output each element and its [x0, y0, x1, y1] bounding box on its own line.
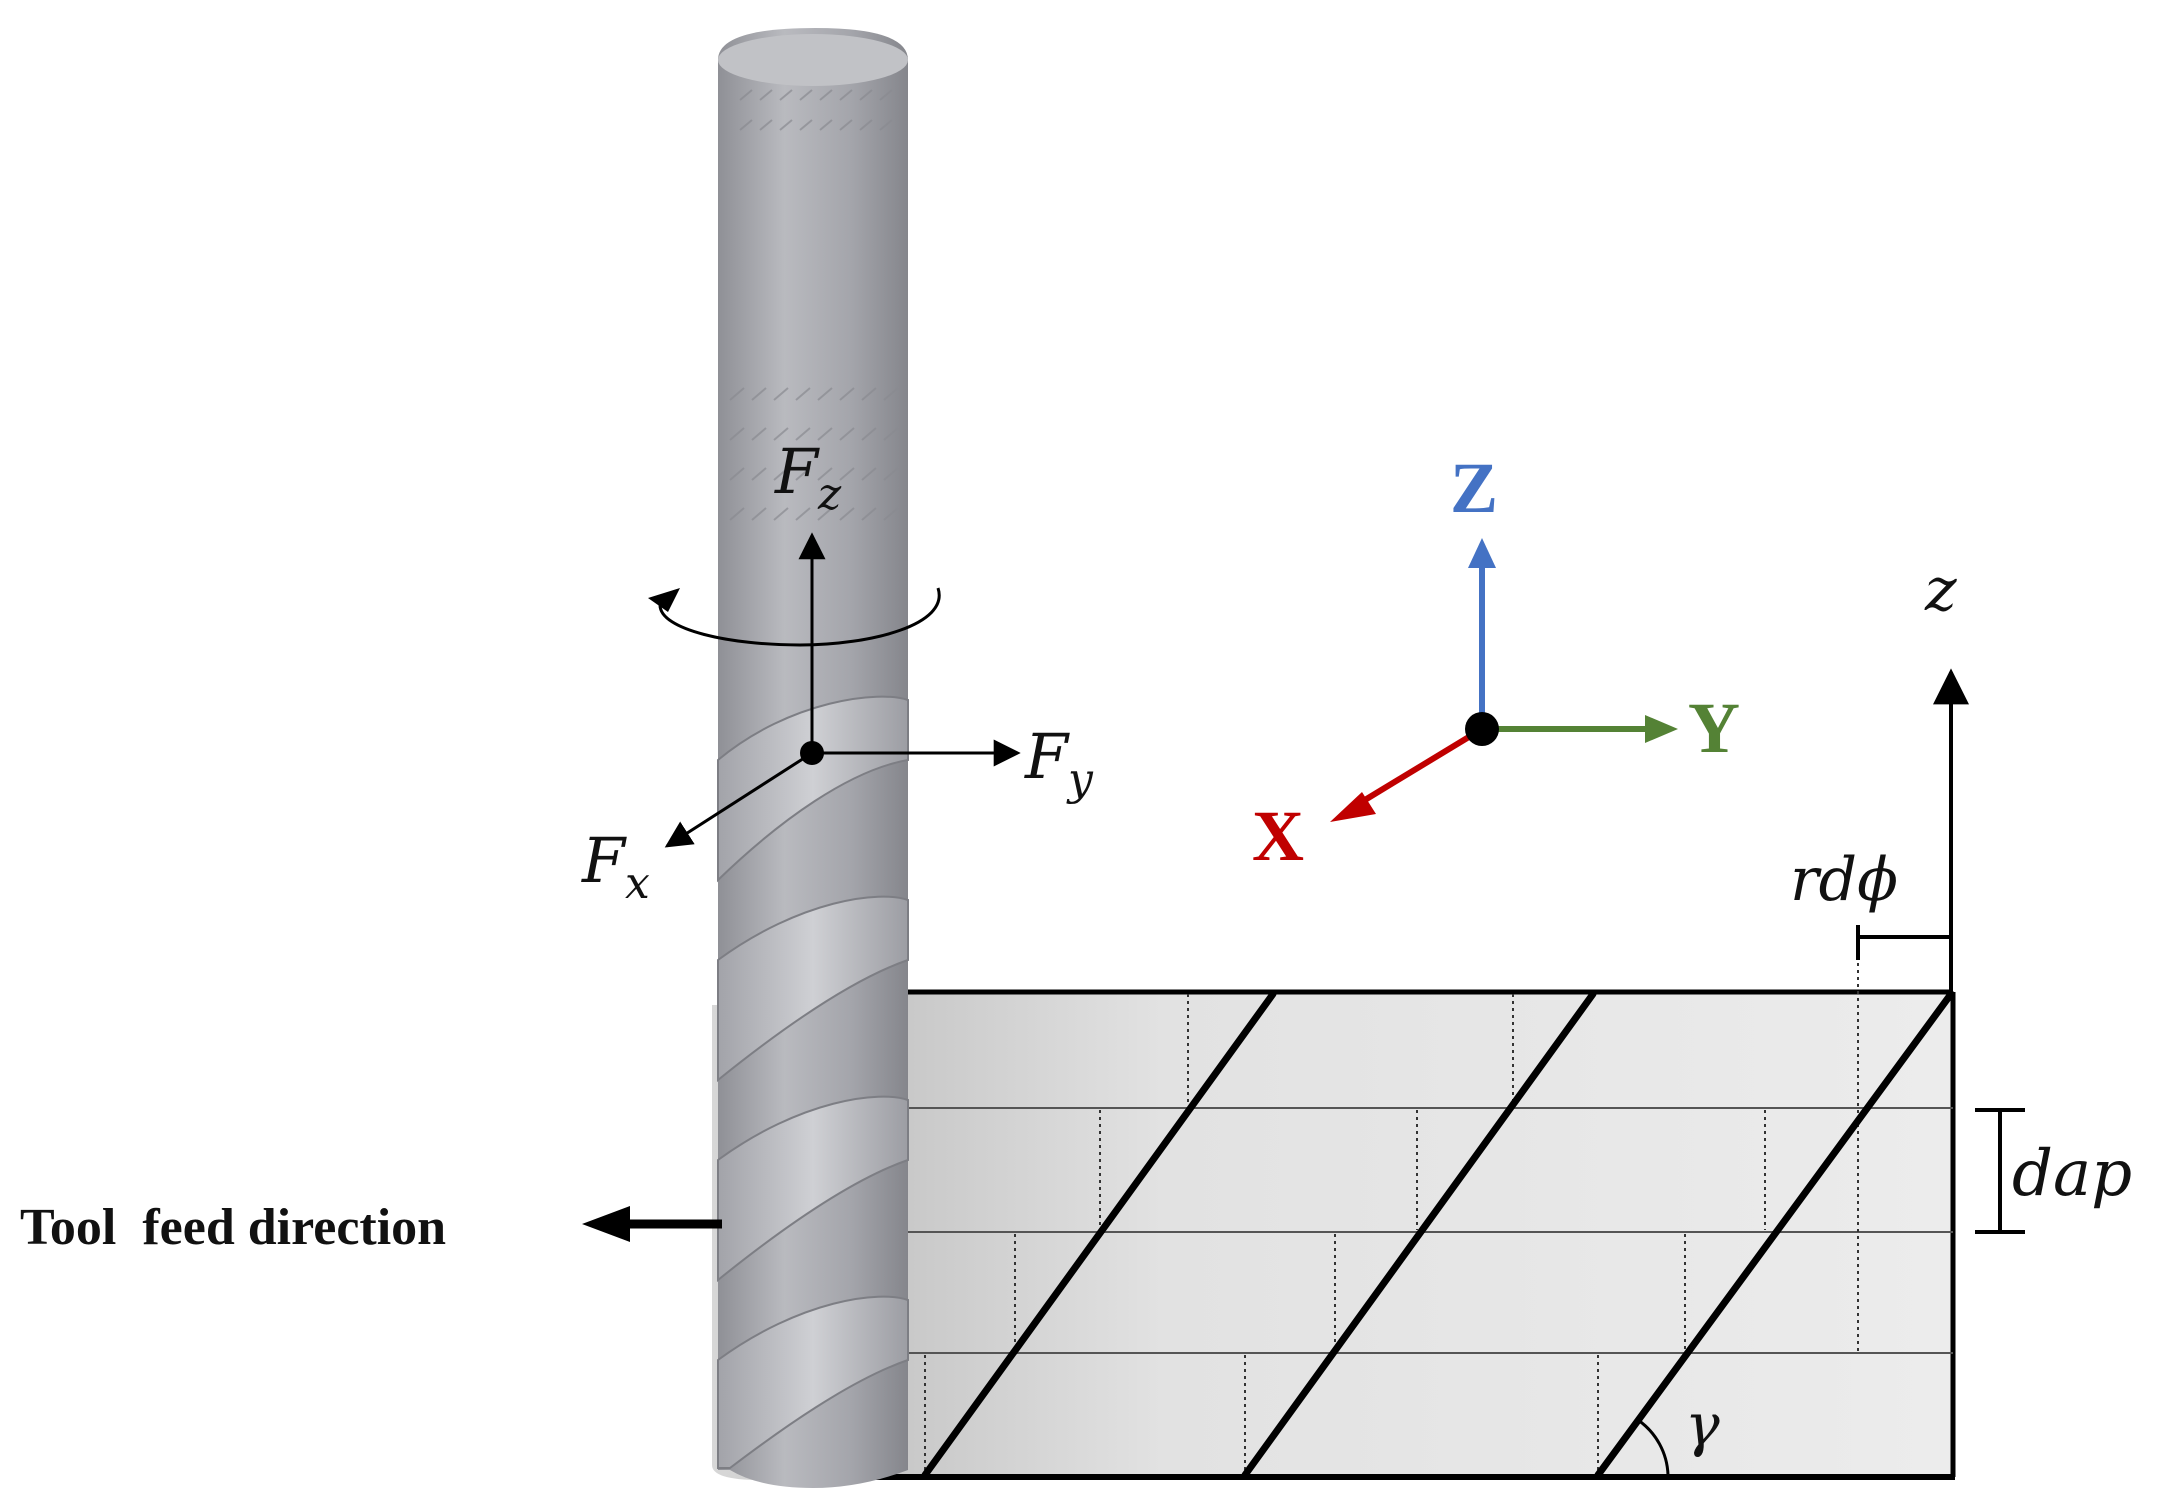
global-z-label: Z	[1450, 448, 1498, 528]
force-z-label: Fz	[774, 435, 842, 520]
global-y-label: Y	[1688, 688, 1740, 768]
local-dimensions: z rdϕ dap	[1790, 555, 2132, 1234]
feed-direction: Tool feed direction	[20, 1199, 722, 1256]
global-coordinate-axes: Z Y X	[1252, 448, 1740, 876]
end-mill-tool	[717, 28, 909, 1488]
left-arrow-icon	[582, 1206, 630, 1242]
shank-texture	[729, 89, 899, 521]
workpiece-block	[900, 992, 1953, 1477]
dap-label: dap	[2012, 1137, 2132, 1211]
force-x-label: Fx	[581, 824, 650, 909]
cutting-forces: Fz Fy Fx	[581, 435, 1094, 909]
force-x-arrow	[664, 751, 813, 848]
rdphi-label: rdϕ	[1790, 845, 1898, 915]
global-x-axis	[1353, 726, 1484, 809]
force-y-label: Fy	[1024, 720, 1094, 805]
rotation-arrow-icon	[658, 587, 941, 647]
helical-cutting-edges	[921, 990, 1955, 1479]
feed-direction-label: Tool feed direction	[20, 1199, 446, 1256]
tool-flutes	[718, 680, 908, 1488]
local-z-label: z	[1924, 555, 1957, 625]
global-origin	[1465, 712, 1499, 746]
tool-shank	[718, 28, 908, 680]
global-x-label: X	[1252, 796, 1304, 876]
gamma-label: γ	[1685, 1391, 1720, 1459]
element-separators	[924, 935, 1859, 1475]
gamma-arc	[1637, 1418, 1670, 1476]
flute-helix	[717, 695, 909, 1469]
